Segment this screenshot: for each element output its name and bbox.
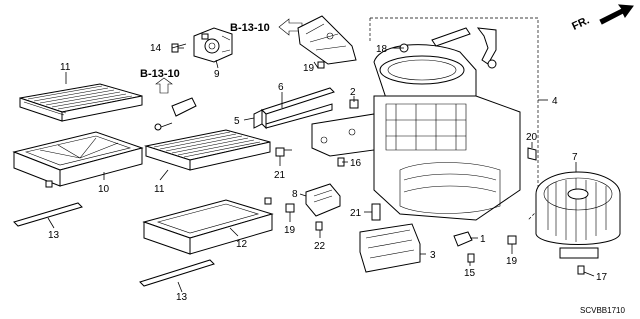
resistor-3 bbox=[359, 223, 421, 273]
power-transistor bbox=[305, 183, 341, 217]
callout-13-bottom: 13 bbox=[176, 292, 188, 303]
callout-8: 8 bbox=[292, 189, 298, 200]
screw-21b bbox=[371, 203, 381, 221]
callout-1: 1 bbox=[480, 234, 486, 245]
callout-15: 15 bbox=[464, 268, 476, 279]
reference-top: B-13-10 bbox=[230, 18, 303, 36]
callout-21-lower: 21 bbox=[350, 208, 362, 219]
callout-13-left: 13 bbox=[48, 230, 60, 241]
screw-17 bbox=[577, 265, 585, 275]
seal-strip-bottom bbox=[139, 259, 215, 287]
front-label: FR. bbox=[570, 14, 591, 32]
callout-20: 20 bbox=[526, 132, 538, 143]
mode-motor bbox=[193, 27, 233, 63]
callout-16: 16 bbox=[350, 158, 362, 169]
callout-21-upper: 21 bbox=[274, 170, 286, 181]
callout-11-upper: 11 bbox=[60, 62, 71, 73]
screw-15 bbox=[467, 253, 475, 263]
callout-4: 4 bbox=[552, 96, 558, 107]
filter-middle bbox=[144, 129, 271, 171]
reference-left: B-13-10 bbox=[140, 68, 180, 94]
callout-6: 6 bbox=[278, 82, 284, 93]
screw-19b bbox=[285, 203, 295, 213]
callout-10: 10 bbox=[98, 184, 110, 195]
upper-link-assembly bbox=[297, 15, 357, 69]
reference-top-label: B-13-10 bbox=[230, 22, 270, 34]
filter-frame-middle bbox=[142, 197, 274, 255]
reference-left-label: B-13-10 bbox=[140, 68, 180, 80]
callout-17: 17 bbox=[596, 272, 608, 283]
duct-pipe bbox=[253, 87, 335, 130]
callout-3: 3 bbox=[430, 250, 436, 261]
filter-upper-left bbox=[19, 83, 143, 122]
callout-19-left: 19 bbox=[284, 225, 296, 236]
callout-9: 9 bbox=[214, 69, 220, 80]
diagram-code: SCVBB1710 bbox=[580, 306, 625, 315]
bracket-1 bbox=[453, 231, 473, 247]
screw-21a bbox=[275, 147, 292, 157]
seal-strip-left bbox=[13, 202, 83, 227]
screw-22 bbox=[315, 221, 323, 231]
callout-19-right: 19 bbox=[506, 256, 518, 267]
screw-16 bbox=[337, 157, 345, 167]
heater-housing bbox=[311, 17, 539, 221]
callout-5: 5 bbox=[234, 116, 240, 127]
callout-7: 7 bbox=[572, 152, 578, 163]
filter-frame-left bbox=[12, 131, 144, 188]
callout-11-middle: 11 bbox=[154, 184, 165, 195]
screw-19c bbox=[507, 235, 517, 245]
leader-lines bbox=[47, 43, 595, 293]
blower-motor bbox=[535, 171, 621, 259]
link-bracket bbox=[154, 97, 197, 131]
clip-20 bbox=[527, 147, 537, 161]
callout-22: 22 bbox=[314, 241, 326, 252]
callout-12: 12 bbox=[236, 239, 248, 250]
callout-14: 14 bbox=[150, 43, 162, 54]
callout-18: 18 bbox=[376, 44, 388, 55]
door-link bbox=[431, 27, 497, 69]
callout-2: 2 bbox=[350, 87, 356, 98]
front-direction-arrow: FR. bbox=[570, 4, 634, 33]
callout-19-upper: 19 bbox=[303, 63, 315, 74]
